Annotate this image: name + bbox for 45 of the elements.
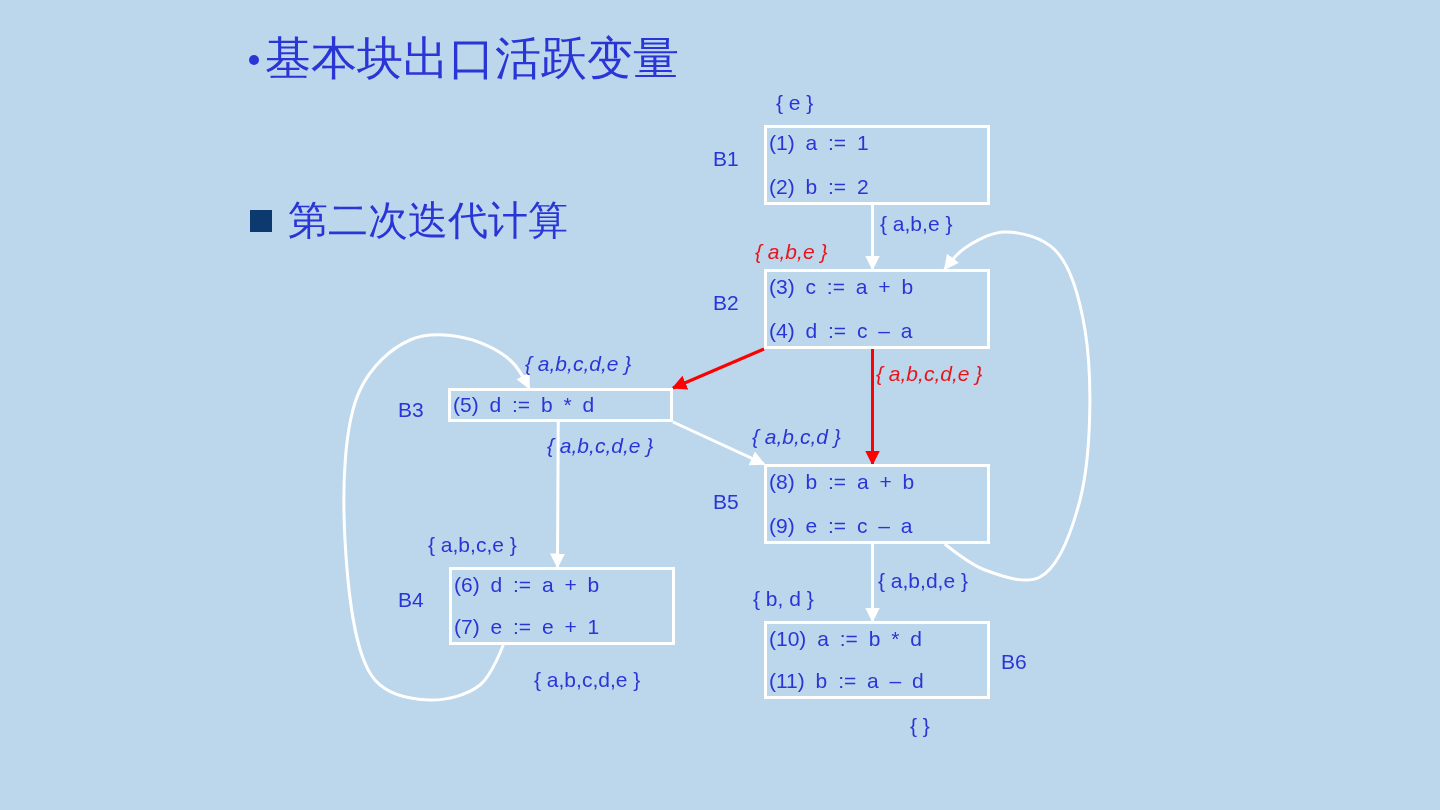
basic-block-box bbox=[449, 567, 675, 645]
statement-text: (10) a := b * d bbox=[769, 627, 922, 651]
block-name: B1 bbox=[713, 147, 739, 171]
arrow bbox=[671, 347, 765, 390]
loop-arrow bbox=[943, 230, 1092, 582]
live-variable-set: { a,b,e } bbox=[755, 240, 828, 264]
basic-block-box bbox=[448, 388, 673, 422]
live-variable-set: { e } bbox=[776, 91, 814, 115]
arrow bbox=[865, 544, 880, 623]
arrow bbox=[550, 422, 566, 569]
statement-text: (1) a := 1 bbox=[769, 131, 869, 155]
statement-text: (8) b := a + b bbox=[769, 470, 915, 494]
statement-text: (4) d := c – a bbox=[769, 319, 913, 343]
statement-text: (9) e := c – a bbox=[769, 514, 913, 538]
basic-block-box bbox=[764, 125, 990, 205]
live-variable-set: { a,b,c,e } bbox=[428, 533, 517, 557]
live-variable-set: { a,b,c,d,e } bbox=[547, 434, 654, 458]
live-variable-set: { b, d } bbox=[753, 587, 814, 611]
arrow bbox=[672, 420, 766, 466]
block-name: B3 bbox=[398, 398, 424, 422]
block-name: B6 bbox=[1001, 650, 1027, 674]
basic-block-box bbox=[764, 464, 990, 544]
statement-text: (3) c := a + b bbox=[769, 275, 914, 299]
statement-text: (5) d := b * d bbox=[453, 393, 595, 417]
live-variable-set: { a,b,c,d,e } bbox=[876, 362, 983, 386]
block-name: B5 bbox=[713, 490, 739, 514]
live-variable-set: { a,b,d,e } bbox=[878, 569, 968, 593]
block-name: B2 bbox=[713, 291, 739, 315]
live-variable-set: { a,b,c,d,e } bbox=[534, 668, 641, 692]
statement-text: (7) e := e + 1 bbox=[454, 615, 600, 639]
live-variable-set: { a,b,c,d } bbox=[752, 425, 841, 449]
live-variable-set: { a,b,e } bbox=[880, 212, 953, 236]
statement-text: (2) b := 2 bbox=[769, 175, 869, 199]
basic-block-box bbox=[764, 621, 990, 699]
section-heading: 第二次迭代计算 bbox=[288, 196, 568, 244]
live-variable-set: { } bbox=[910, 714, 930, 738]
arrow bbox=[865, 205, 880, 271]
loop-arrow bbox=[342, 333, 531, 702]
statement-text: (6) d := a + b bbox=[454, 573, 600, 597]
slide-title: 基本块出口活跃变量 bbox=[265, 30, 679, 86]
live-variable-set: { a,b,c,d,e } bbox=[525, 352, 632, 376]
block-name: B4 bbox=[398, 588, 424, 612]
statement-text: (11) b := a – d bbox=[769, 669, 924, 693]
basic-block-box bbox=[764, 269, 990, 349]
arrow bbox=[865, 349, 880, 466]
